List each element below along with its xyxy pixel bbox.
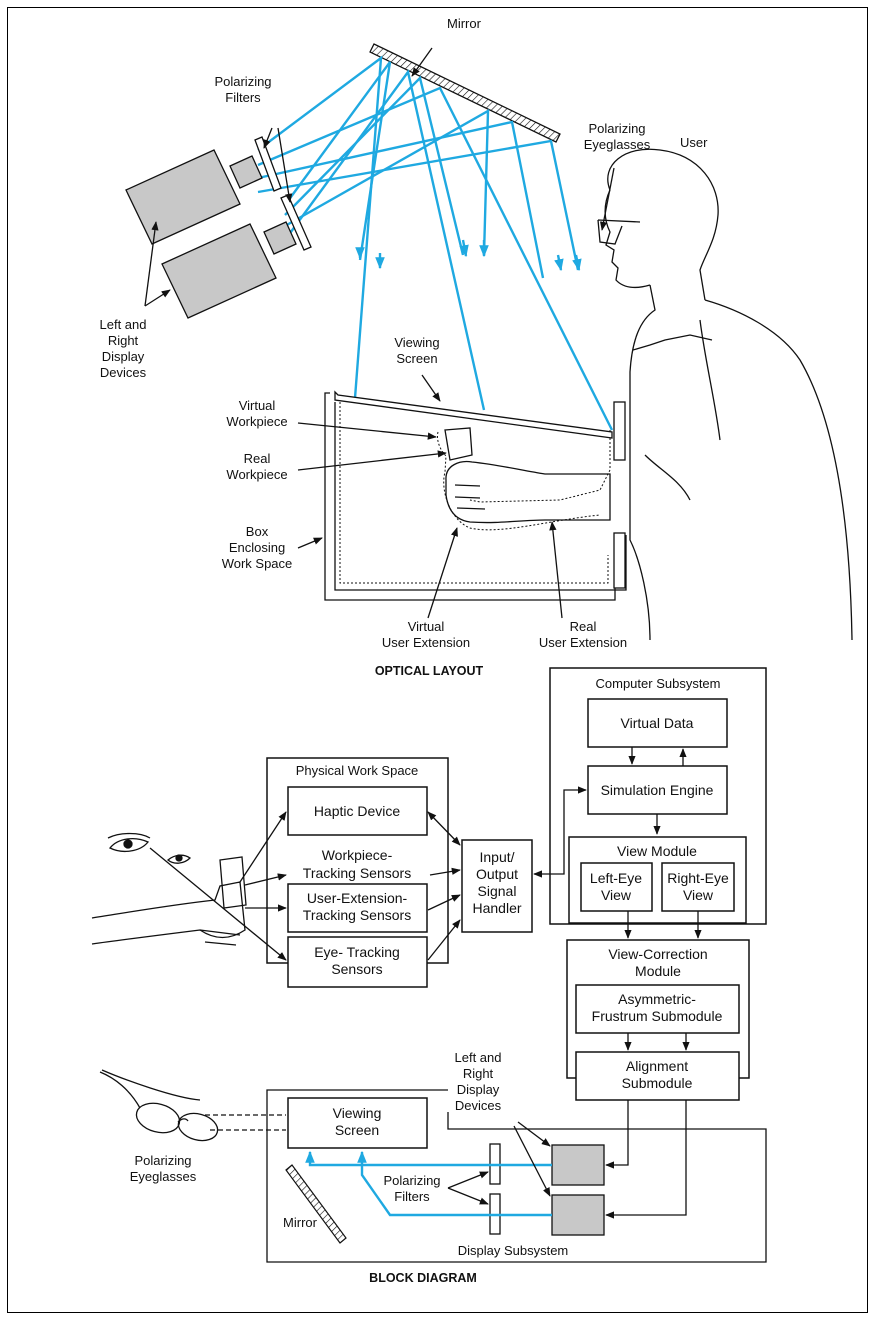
label-viewing-screen-1: Viewing — [394, 335, 439, 350]
label-devices-2: Right — [108, 333, 139, 348]
label-filters-b-1: Polarizing — [383, 1173, 440, 1188]
hand-workpiece — [437, 427, 611, 531]
label-right-eye-1: Right-Eye — [667, 870, 729, 886]
label-computer-subsystem: Computer Subsystem — [596, 676, 721, 691]
label-eyeglasses-b-2: Eyeglasses — [130, 1169, 197, 1184]
label-mirror-b: Mirror — [283, 1215, 318, 1230]
label-left-eye-2: View — [601, 887, 632, 903]
label-haptic: Haptic Device — [314, 803, 401, 819]
label-mirror: Mirror — [447, 16, 482, 31]
label-io-2: Output — [476, 866, 518, 882]
label-virtual-ext-1: Virtual — [408, 619, 445, 634]
label-virtual-workpiece-2: Workpiece — [226, 414, 287, 429]
label-simulation-engine: Simulation Engine — [601, 782, 714, 798]
label-box-2: Enclosing — [229, 540, 285, 555]
label-view-correction-1: View-Correction — [608, 946, 707, 962]
label-user-ext-2: Tracking Sensors — [303, 907, 411, 923]
label-box-1: Box — [246, 524, 269, 539]
io-handler-box — [461, 839, 533, 933]
label-workpiece-sensors-1: Workpiece- — [322, 847, 393, 863]
eyes-icon — [107, 832, 192, 864]
block-diagram: Computer Subsystem Virtual Data Simulati… — [91, 667, 767, 1285]
eye-tracking-box — [287, 936, 428, 988]
label-virtual-ext-2: User Extension — [382, 635, 470, 650]
projector-left — [125, 149, 263, 245]
user-figure — [597, 148, 853, 641]
label-view-correction-2: Module — [635, 963, 681, 979]
label-user-ext-1: User-Extension- — [307, 890, 408, 906]
optical-leaders — [144, 47, 615, 619]
viewing-screen-box — [287, 1097, 428, 1149]
label-io-3: Signal — [478, 883, 517, 899]
label-devices-3: Display — [102, 349, 145, 364]
light-rays — [257, 55, 614, 431]
label-physical-ws: Physical Work Space — [296, 763, 419, 778]
label-eyeglasses-2: Eyeglasses — [584, 137, 651, 152]
polarizing-filters-top — [254, 136, 312, 251]
eyeglasses-icon — [99, 1069, 219, 1142]
projector-right — [161, 221, 297, 319]
label-io-1: Input/ — [479, 849, 514, 865]
display-device-upper — [551, 1144, 605, 1186]
label-view-module: View Module — [617, 843, 697, 859]
label-eye-sensors-2: Sensors — [331, 961, 382, 977]
display-device-lower — [551, 1194, 605, 1236]
label-real-workpiece-1: Real — [244, 451, 271, 466]
label-asym-1: Asymmetric- — [618, 991, 696, 1007]
work-space-box — [324, 392, 627, 601]
label-devices-b-4: Devices — [455, 1098, 502, 1113]
label-filters-1: Polarizing — [214, 74, 271, 89]
label-devices-1: Left and — [100, 317, 147, 332]
viewing-screen-top — [334, 390, 613, 439]
label-eye-sensors-1: Eye- Tracking — [314, 944, 400, 960]
caption-block-diagram: BLOCK DIAGRAM — [369, 1271, 477, 1285]
label-real-ext-2: User Extension — [539, 635, 627, 650]
label-alignment-1: Alignment — [626, 1058, 688, 1074]
label-real-ext-1: Real — [570, 619, 597, 634]
label-devices-b-2: Right — [463, 1066, 494, 1081]
label-eyeglasses-1: Polarizing — [588, 121, 645, 136]
label-virtual-data: Virtual Data — [621, 715, 694, 731]
optical-layout: Mirror Polarizing Filters Polarizing Eye… — [100, 16, 853, 678]
label-virtual-workpiece-1: Virtual — [239, 398, 276, 413]
label-filters-b-2: Filters — [394, 1189, 430, 1204]
caption-optical-layout: OPTICAL LAYOUT — [375, 664, 484, 678]
user-ext-sensors-box — [287, 883, 428, 933]
label-viewing-screen-2: Screen — [396, 351, 437, 366]
label-real-workpiece-2: Workpiece — [226, 467, 287, 482]
label-devices-b-1: Left and — [455, 1050, 502, 1065]
label-devices-4: Devices — [100, 365, 147, 380]
hand-icon — [91, 856, 247, 946]
figure-frame — [7, 7, 868, 1313]
mirror-block — [285, 1164, 347, 1244]
label-user: User — [680, 135, 708, 150]
label-right-eye-2: View — [683, 887, 714, 903]
label-filters-2: Filters — [225, 90, 261, 105]
left-eye-view-box — [580, 862, 653, 912]
label-io-4: Handler — [472, 900, 521, 916]
virtual-data-box — [587, 698, 728, 748]
mirror-top — [369, 43, 561, 143]
label-display-subsystem: Display Subsystem — [458, 1243, 569, 1258]
label-left-eye-1: Left-Eye — [590, 870, 642, 886]
label-viewing-screen-b-1: Viewing — [333, 1105, 382, 1121]
label-eyeglasses-b-1: Polarizing — [134, 1153, 191, 1168]
label-alignment-2: Submodule — [622, 1075, 693, 1091]
label-box-3: Work Space — [222, 556, 293, 571]
label-viewing-screen-b-2: Screen — [335, 1122, 379, 1138]
simulation-engine-box — [587, 765, 728, 815]
asymmetric-frustrum-box — [575, 984, 740, 1034]
label-asym-2: Frustrum Submodule — [592, 1008, 723, 1024]
label-workpiece-sensors-2: Tracking Sensors — [303, 865, 411, 881]
label-devices-b-3: Display — [457, 1082, 500, 1097]
haptic-device-box — [287, 786, 428, 836]
alignment-box — [575, 1051, 740, 1101]
